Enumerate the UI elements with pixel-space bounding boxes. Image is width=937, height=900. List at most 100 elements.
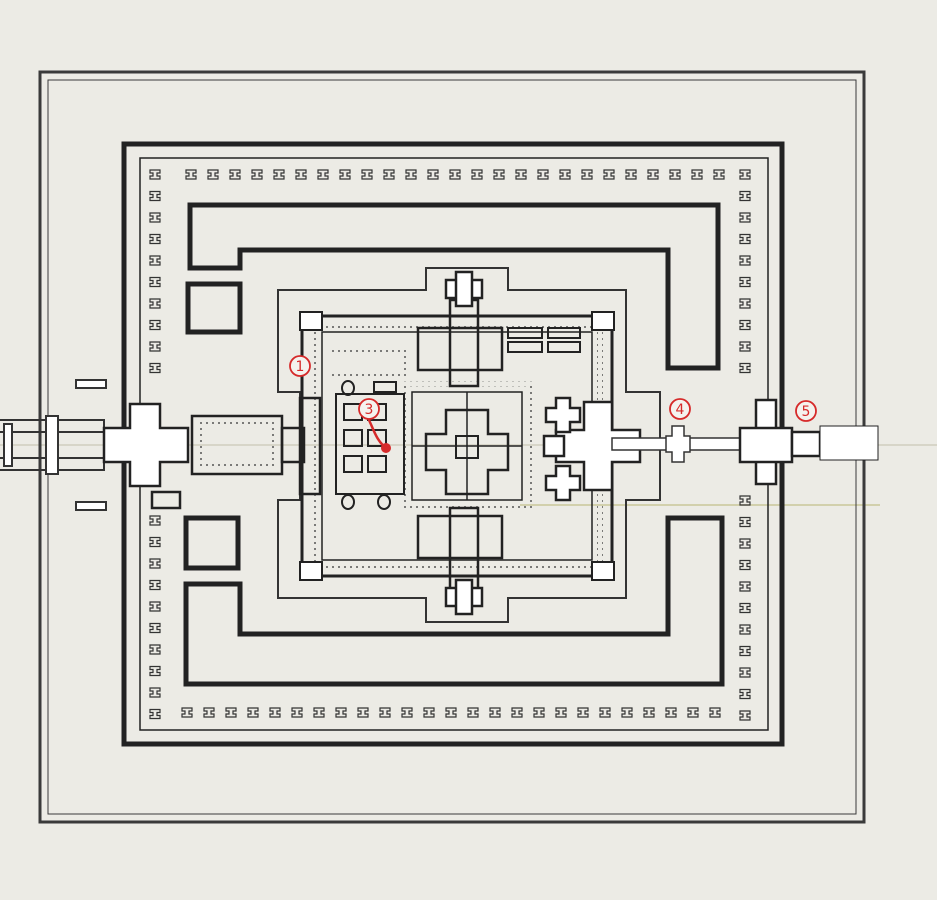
gallery-room: [401, 707, 413, 718]
marker-3-label: 3: [365, 402, 374, 418]
gallery-room: [739, 645, 751, 657]
east-entrance: [738, 398, 879, 486]
gallery-room: [577, 707, 589, 718]
gallery-room: [295, 169, 307, 180]
gallery-room: [493, 169, 505, 180]
gallery-room: [467, 707, 479, 718]
gallery-room: [229, 169, 241, 180]
west-terrace: [150, 396, 322, 510]
gallery-room: [581, 169, 593, 180]
gallery-room: [739, 319, 751, 331]
gallery-room: [739, 559, 751, 571]
library-blocks: [328, 327, 581, 376]
gallery-room: [555, 707, 567, 718]
central-sanctuary: [401, 381, 533, 511]
gallery-room: [511, 707, 523, 718]
gallery-room: [669, 169, 681, 180]
gallery-room: [739, 212, 751, 223]
gallery-room: [313, 707, 325, 718]
west-entrance-pavilion: [102, 402, 190, 488]
gallery-room: [185, 169, 197, 180]
gallery-room: [149, 515, 161, 526]
gallery-room: [739, 255, 751, 266]
gallery-room: [489, 707, 501, 718]
gallery-room: [149, 601, 161, 612]
gallery-room: [709, 707, 721, 718]
gallery-room: [149, 298, 161, 309]
gallery-room: [427, 169, 439, 180]
gallery-room: [357, 707, 369, 718]
gallery-room: [149, 536, 161, 548]
gallery-room: [149, 644, 161, 655]
gallery-room: [739, 581, 751, 592]
gallery-room: [621, 707, 633, 718]
gallery-room: [269, 707, 281, 718]
gallery-room: [739, 710, 751, 721]
north-gopura: [416, 270, 504, 388]
gallery-room: [383, 169, 395, 180]
corner-pavilions: [299, 311, 615, 581]
gallery-room: [423, 707, 435, 718]
gallery-room: [149, 255, 161, 266]
gallery-room: [739, 190, 751, 202]
gallery-room: [149, 233, 161, 245]
gallery-room: [203, 707, 215, 718]
gallery-room: [149, 362, 161, 374]
east-causeway: [611, 425, 763, 463]
gallery-room: [149, 190, 161, 202]
gallery-room: [273, 169, 285, 180]
gallery-room: [739, 169, 751, 180]
gallery-room: [449, 169, 461, 180]
gallery-room: [739, 538, 751, 549]
marker-4-label: 4: [676, 402, 685, 418]
gallery-room: [515, 169, 527, 180]
gallery-room: [603, 169, 615, 180]
gallery-room: [739, 602, 751, 614]
gallery-room: [643, 707, 655, 718]
gallery-room: [739, 362, 751, 374]
marker-5-label: 5: [802, 404, 811, 420]
gallery-room: [599, 707, 611, 718]
route-point: [381, 443, 391, 453]
gallery-room: [317, 169, 329, 180]
gallery-room: [739, 233, 751, 245]
gallery-room: [149, 579, 161, 591]
marker-3: 3: [358, 398, 380, 420]
gallery-room: [149, 319, 161, 331]
gallery-room: [149, 558, 161, 569]
marker-1: 1: [289, 355, 311, 377]
gallery-room: [739, 298, 751, 309]
gallery-room: [739, 624, 751, 635]
gallery-room: [247, 707, 259, 718]
gallery-room: [149, 708, 161, 720]
gallery-room: [739, 667, 751, 678]
gallery-room: [471, 169, 483, 180]
gallery-room: [739, 688, 751, 700]
gallery-room: [181, 707, 193, 718]
gallery-room: [361, 169, 373, 180]
gallery-room: [149, 622, 161, 634]
perimeter-rooms: [149, 169, 751, 721]
gallery-room: [647, 169, 659, 180]
gallery-room: [207, 169, 219, 180]
gallery-room: [559, 169, 571, 180]
gallery-room: [739, 495, 751, 506]
north-gallery: [185, 202, 721, 371]
marker-1-label: 1: [296, 359, 305, 375]
gallery-room: [691, 169, 703, 180]
gallery-room: [149, 687, 161, 698]
gallery-room: [739, 516, 751, 528]
south-gallery: [183, 515, 725, 687]
gallery-room: [335, 707, 347, 718]
gallery-room: [665, 707, 677, 718]
gallery-room: [225, 707, 237, 718]
gallery-room: [739, 341, 751, 352]
marker-5: 5: [795, 400, 817, 422]
gallery-room: [291, 707, 303, 718]
gallery-room: [713, 169, 725, 180]
gallery-room: [149, 169, 161, 180]
gallery-room: [379, 707, 391, 718]
gallery-room: [533, 707, 545, 718]
